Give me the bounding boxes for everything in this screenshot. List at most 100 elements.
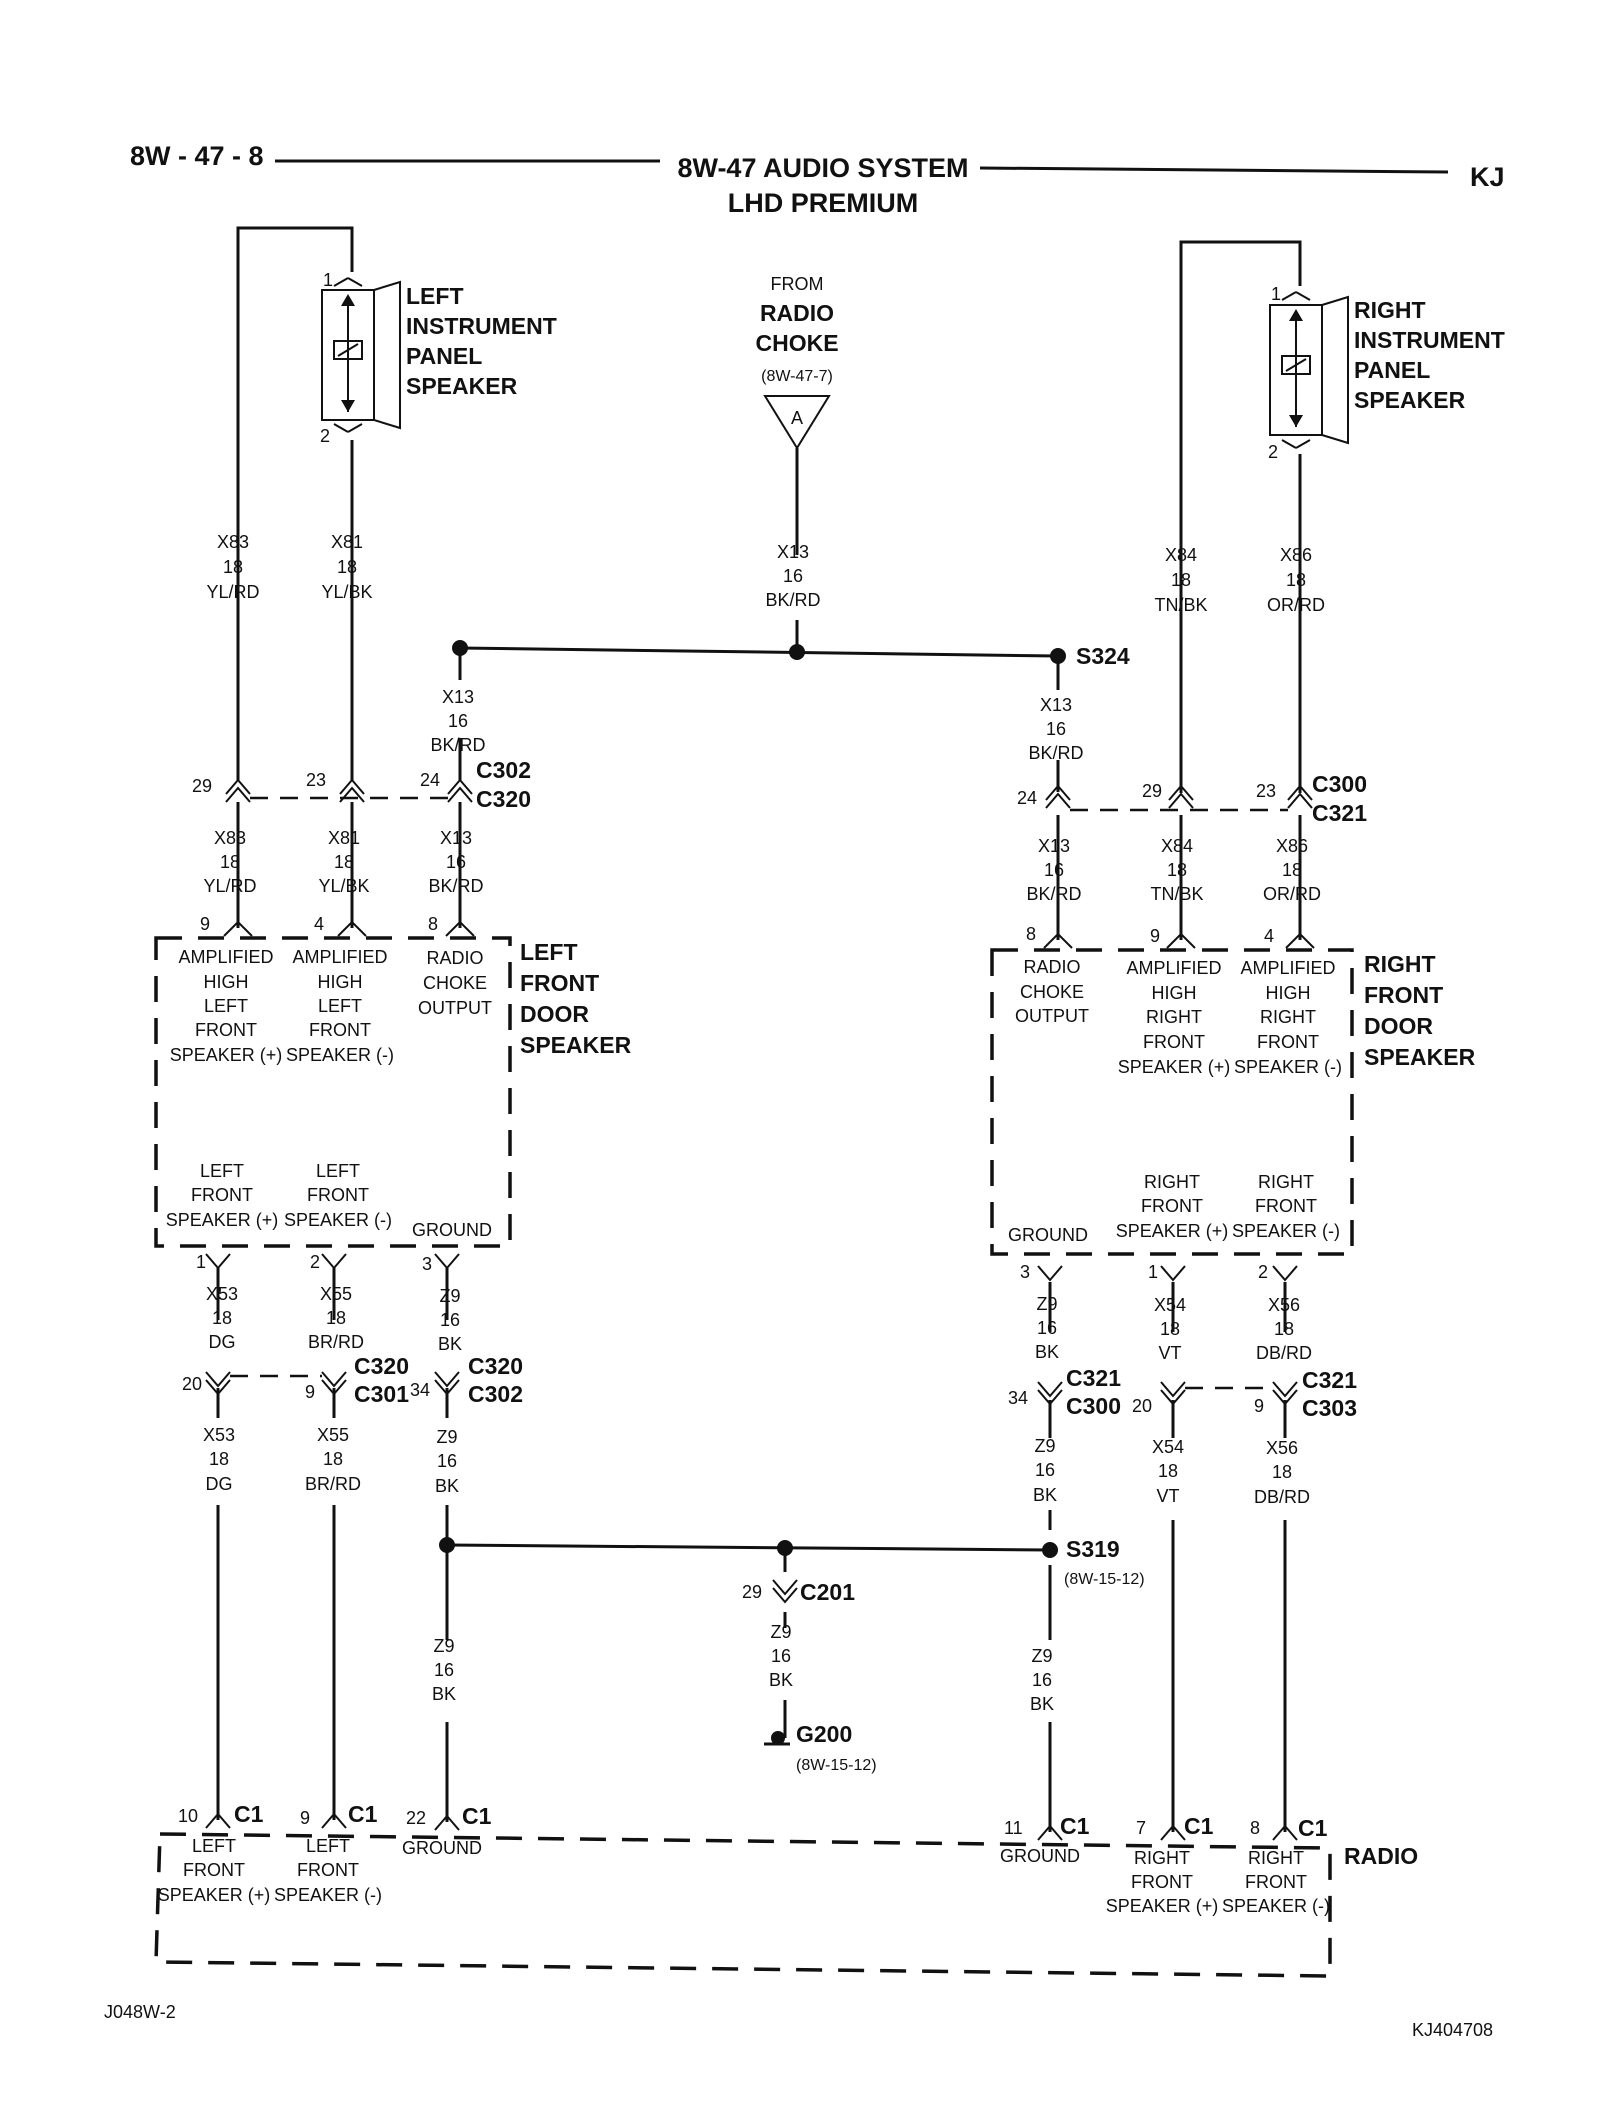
- svg-text:HIGH: HIGH: [1152, 983, 1197, 1003]
- radio-c1-label-4: C1: [1060, 1813, 1090, 1839]
- right-door-ground-label: GROUND: [1008, 1225, 1088, 1245]
- svg-text:RIGHT: RIGHT: [1144, 1172, 1200, 1192]
- pin-1-right-door: 1: [1148, 1262, 1158, 1282]
- right-door-output-pins: [1037, 1265, 1298, 1282]
- svg-text:16: 16: [448, 711, 468, 731]
- svg-text:16: 16: [440, 1310, 460, 1330]
- svg-text:X54: X54: [1154, 1295, 1186, 1315]
- connector-c201-label: C201: [800, 1579, 855, 1605]
- pin-3-left-door: 3: [422, 1254, 432, 1274]
- right-ip-speaker-label-2: INSTRUMENT: [1354, 327, 1505, 353]
- svg-text:BK: BK: [1030, 1694, 1054, 1714]
- wire-label-z9-left-upper: Z9 16 BK: [438, 1286, 462, 1354]
- right-door-out-pos-label: RIGHT FRONT SPEAKER (+): [1116, 1172, 1229, 1241]
- svg-text:FRONT: FRONT: [183, 1860, 245, 1880]
- svg-text:BK/RD: BK/RD: [430, 735, 485, 755]
- svg-text:18: 18: [212, 1308, 232, 1328]
- svg-text:BK/RD: BK/RD: [1026, 884, 1081, 904]
- svg-text:18: 18: [323, 1449, 343, 1469]
- svg-text:OR/RD: OR/RD: [1267, 595, 1325, 615]
- wire-label-x13-right-upper: X13 16 BK/RD: [1028, 695, 1083, 763]
- pin-34-right: 34: [1008, 1388, 1028, 1408]
- svg-text:SPEAKER (-): SPEAKER (-): [286, 1045, 394, 1065]
- svg-text:SPEAKER (-): SPEAKER (-): [1222, 1896, 1330, 1916]
- radio-lf-neg-label: LEFT FRONT SPEAKER (-): [274, 1836, 382, 1905]
- svg-text:18: 18: [1286, 570, 1306, 590]
- right-door-label-3: DOOR: [1364, 1013, 1433, 1039]
- pin-9-radio: 9: [300, 1808, 310, 1828]
- svg-text:16: 16: [1035, 1460, 1055, 1480]
- svg-text:FRONT: FRONT: [307, 1185, 369, 1205]
- svg-text:YL/RD: YL/RD: [203, 876, 256, 896]
- right-ip-speaker-pin-1: 1: [1271, 284, 1281, 304]
- svg-text:X55: X55: [320, 1284, 352, 1304]
- svg-text:18: 18: [220, 852, 240, 872]
- pin-9-right-lower: 9: [1254, 1396, 1264, 1416]
- right-front-door-speaker-box: [990, 948, 1354, 1256]
- pin-20-left: 20: [182, 1374, 202, 1394]
- svg-text:RIGHT: RIGHT: [1146, 1007, 1202, 1027]
- connector-c201-symbol: [772, 1579, 798, 1604]
- connector-c302-label: C302: [476, 757, 531, 783]
- left-door-label-2: FRONT: [520, 970, 599, 996]
- svg-text:AMPLIFIED: AMPLIFIED: [178, 947, 273, 967]
- footer-right-code: KJ404708: [1412, 2020, 1493, 2040]
- splice-s319-ref: (8W-15-12): [1064, 1571, 1145, 1588]
- svg-text:FRONT: FRONT: [297, 1860, 359, 1880]
- svg-text:18: 18: [1282, 860, 1302, 880]
- svg-text:FRONT: FRONT: [1245, 1872, 1307, 1892]
- pin-11-radio: 11: [1004, 1818, 1023, 1838]
- right-door-label-1: RIGHT: [1364, 951, 1436, 977]
- svg-text:OUTPUT: OUTPUT: [418, 998, 492, 1018]
- wire-label-x54-lower: X54 18 VT: [1152, 1437, 1184, 1506]
- svg-text:X86: X86: [1276, 836, 1308, 856]
- right-instrument-panel-speaker: [1269, 291, 1349, 449]
- svg-text:X83: X83: [214, 828, 246, 848]
- svg-text:Z9: Z9: [439, 1286, 460, 1306]
- left-instrument-panel-speaker: [321, 277, 401, 433]
- radio-c1-label-2: C1: [348, 1801, 378, 1827]
- svg-text:18: 18: [1171, 570, 1191, 590]
- pin-29-right: 29: [1142, 781, 1162, 801]
- svg-text:18: 18: [337, 557, 357, 577]
- header-rule-right: [979, 166, 1449, 174]
- radio-choke-letter: A: [791, 408, 803, 428]
- svg-text:OR/RD: OR/RD: [1263, 884, 1321, 904]
- wire-label-z9-left-middle: Z9 16 BK: [435, 1427, 459, 1496]
- svg-text:18: 18: [209, 1449, 229, 1469]
- svg-text:16: 16: [437, 1451, 457, 1471]
- radio-choke-label-2: CHOKE: [755, 330, 838, 356]
- svg-text:RADIO: RADIO: [426, 948, 483, 968]
- svg-text:BR/RD: BR/RD: [308, 1332, 364, 1352]
- svg-text:X53: X53: [206, 1284, 238, 1304]
- svg-text:Z9: Z9: [1036, 1294, 1057, 1314]
- connector-c302-ground-label: C302: [468, 1381, 523, 1407]
- svg-text:YL/BK: YL/BK: [321, 582, 372, 602]
- connector-c321-lower-label: C321: [1302, 1367, 1357, 1393]
- left-door-choke-label: RADIO CHOKE OUTPUT: [418, 948, 492, 1018]
- svg-text:16: 16: [434, 1660, 454, 1680]
- radio-c1-label-1: C1: [234, 1801, 264, 1827]
- svg-text:16: 16: [446, 852, 466, 872]
- svg-text:X13: X13: [1040, 695, 1072, 715]
- wire-label-x86-lower: X86 18 OR/RD: [1263, 836, 1321, 904]
- pin-29-left: 29: [192, 776, 212, 796]
- pin-4-right-door: 4: [1264, 926, 1274, 946]
- splice-dot-ground-left: [439, 1537, 455, 1553]
- right-ip-speaker-label-4: SPEAKER: [1354, 387, 1466, 413]
- svg-text:FRONT: FRONT: [1141, 1196, 1203, 1216]
- splice-dot-x13-left: [452, 640, 468, 656]
- connector-c300-ground-label: C300: [1066, 1393, 1121, 1419]
- connector-c320-c301-c302-symbols: [205, 1371, 460, 1396]
- svg-text:X55: X55: [317, 1425, 349, 1445]
- wire-label-x13-right-lower: X13 16 BK/RD: [1026, 836, 1081, 904]
- pin-29-c201: 29: [742, 1582, 762, 1602]
- svg-text:Z9: Z9: [433, 1636, 454, 1656]
- svg-text:SPEAKER (-): SPEAKER (-): [1234, 1057, 1342, 1077]
- svg-text:Z9: Z9: [436, 1427, 457, 1447]
- svg-text:VT: VT: [1156, 1486, 1179, 1506]
- svg-text:SPEAKER (-): SPEAKER (-): [284, 1210, 392, 1230]
- left-ip-speaker-label-2: INSTRUMENT: [406, 313, 557, 339]
- svg-text:SPEAKER (-): SPEAKER (-): [274, 1885, 382, 1905]
